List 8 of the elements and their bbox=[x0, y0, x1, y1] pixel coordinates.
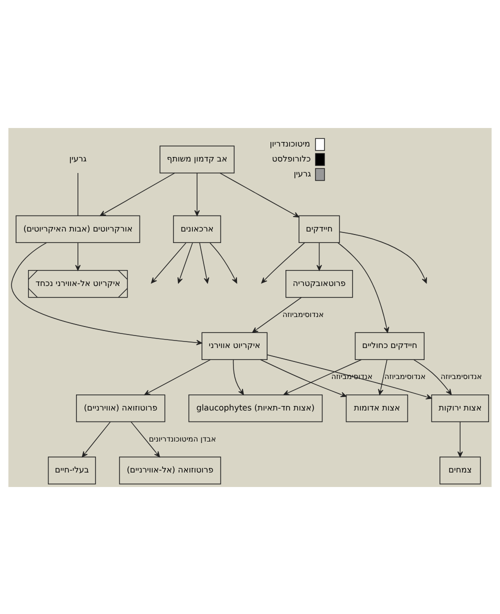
edge-label: אנדוסימביוזה bbox=[282, 309, 324, 318]
legend-label: כלורופלסט bbox=[272, 153, 311, 164]
edge-label: אנדוסימביוזה bbox=[440, 372, 482, 381]
legend-label: מיטוכונדריון bbox=[270, 138, 310, 148]
edge-label: אנדוסימביוזה bbox=[384, 372, 426, 381]
legend-label: גרעין bbox=[294, 168, 312, 178]
node-text: גרעין bbox=[69, 153, 87, 164]
edge-label: אבדן המיטוכונדריונים bbox=[148, 434, 216, 443]
